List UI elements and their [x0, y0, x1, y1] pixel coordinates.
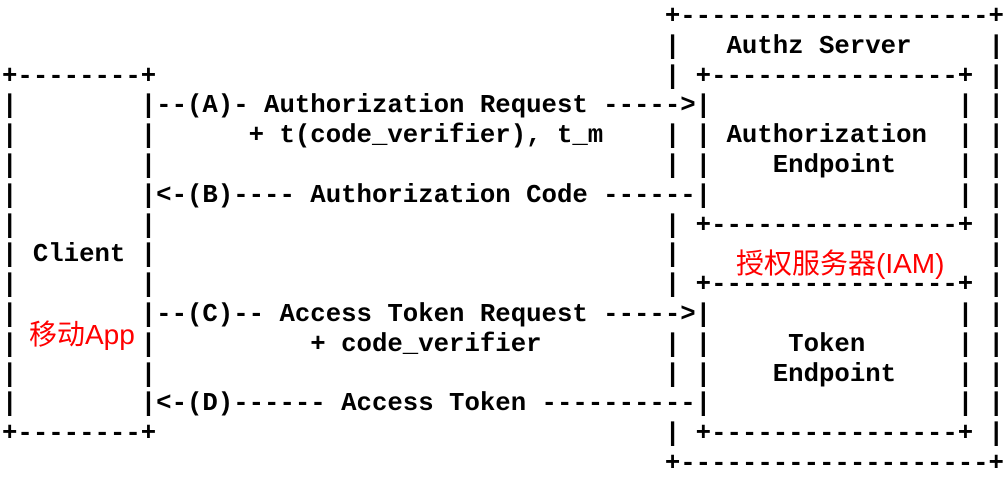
annotation-mobile-app: 移动App: [29, 319, 135, 350]
annotation-authz-server-iam: 授权服务器(IAM): [736, 248, 945, 279]
